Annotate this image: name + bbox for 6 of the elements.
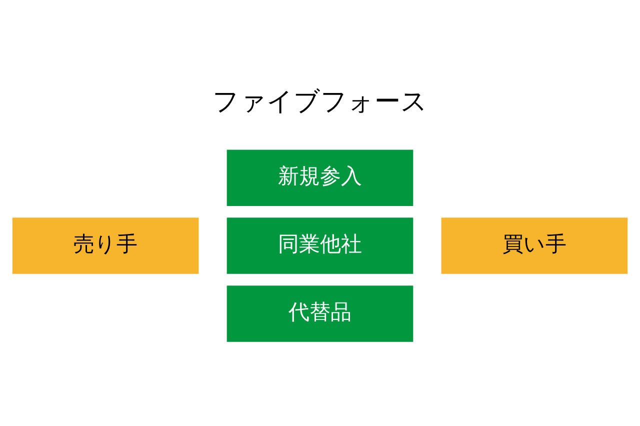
diagram-title: ファイブフォース: [212, 87, 428, 117]
node-box: 同業他社: [226, 218, 414, 274]
node-box: 新規参入: [226, 150, 414, 206]
node-box: 代替品: [226, 286, 414, 342]
node-box: 売り手: [12, 218, 199, 274]
node-box: 買い手: [441, 218, 628, 274]
